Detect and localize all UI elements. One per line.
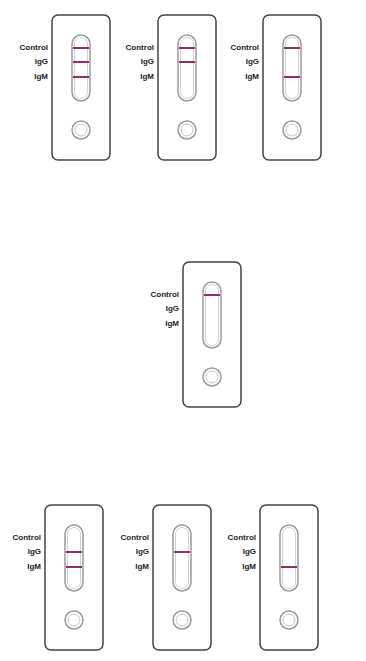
strip-label: IgM <box>135 563 149 571</box>
strip-label: IgG <box>243 548 256 556</box>
strip-label: IgM <box>242 563 256 571</box>
strip-label: IgM <box>34 73 48 81</box>
cassette <box>260 505 318 650</box>
strip-label: Control <box>228 534 256 542</box>
cassette <box>52 15 110 160</box>
strip-label: Control <box>121 534 149 542</box>
strip-label: Control <box>126 44 154 52</box>
cassette <box>153 505 211 650</box>
strip-label: Control <box>151 291 179 299</box>
strip-label: Control <box>231 44 259 52</box>
strip-label: IgM <box>27 563 41 571</box>
cassette <box>45 505 103 650</box>
cassette <box>263 15 321 160</box>
strip-label: Control <box>13 534 41 542</box>
strip-label: IgG <box>141 58 154 66</box>
strip-label: IgG <box>166 305 179 313</box>
strip-label: IgM <box>245 73 259 81</box>
strip-label: IgG <box>246 58 259 66</box>
cassette <box>183 262 241 407</box>
strip-label: IgM <box>165 320 179 328</box>
strip-label: IgM <box>140 73 154 81</box>
cassette <box>158 15 216 160</box>
strip-label: IgG <box>35 58 48 66</box>
strip-label: IgG <box>28 548 41 556</box>
strip-label: IgG <box>136 548 149 556</box>
strip-label: Control <box>20 44 48 52</box>
